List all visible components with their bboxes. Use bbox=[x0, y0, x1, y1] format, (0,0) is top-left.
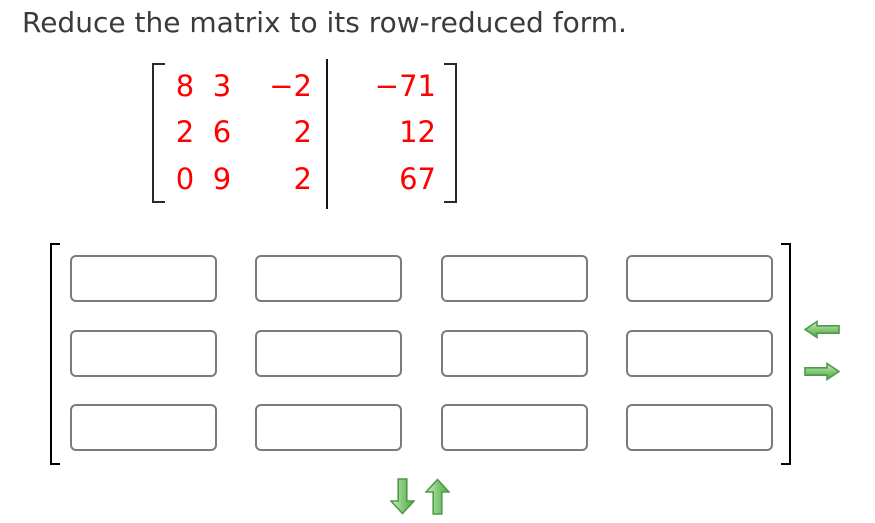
left-arrow-icon bbox=[803, 320, 840, 342]
answer-matrix-left-bracket bbox=[50, 243, 60, 465]
answer-input-r2c4[interactable] bbox=[626, 330, 773, 377]
right-arrow-icon bbox=[804, 362, 841, 384]
answer-input-r3c3[interactable] bbox=[441, 404, 588, 451]
matrix-row: 8 3 −2 −71 bbox=[168, 63, 436, 110]
matrix-row: 2 6 2 12 bbox=[168, 110, 436, 157]
matrix-cell: 9 bbox=[212, 162, 232, 197]
answer-input-r1c2[interactable] bbox=[255, 255, 402, 302]
matrix-cell: 3 bbox=[212, 68, 232, 103]
matrix-left-bracket bbox=[152, 63, 165, 203]
matrix-cell: 12 bbox=[399, 115, 436, 150]
matrix-cell: −2 bbox=[269, 68, 312, 103]
answer-input-r1c4[interactable] bbox=[626, 255, 773, 302]
matrix-cell: 6 bbox=[212, 115, 232, 150]
remove-row-button[interactable] bbox=[389, 478, 416, 518]
matrix-cell: −71 bbox=[374, 68, 436, 103]
answer-input-r1c3[interactable] bbox=[441, 255, 588, 302]
remove-column-button[interactable] bbox=[803, 320, 840, 342]
matrix-cell: 2 bbox=[175, 115, 195, 150]
given-augmented-matrix: 8 3 −2 −71 2 6 2 12 0 9 2 67 bbox=[152, 59, 457, 209]
down-arrow-icon bbox=[389, 478, 416, 518]
answer-input-r3c4[interactable] bbox=[626, 404, 773, 451]
matrix-cell: 2 bbox=[293, 115, 312, 150]
answer-input-r2c2[interactable] bbox=[255, 330, 402, 377]
up-arrow-icon bbox=[424, 478, 451, 518]
augmented-column-divider bbox=[326, 59, 328, 209]
answer-input-r2c3[interactable] bbox=[441, 330, 588, 377]
matrix-right-bracket bbox=[444, 63, 457, 203]
matrix-cell: 0 bbox=[175, 162, 195, 197]
answer-input-r1c1[interactable] bbox=[70, 255, 217, 302]
matrix-cell: 2 bbox=[293, 162, 312, 197]
answer-input-r3c1[interactable] bbox=[70, 404, 217, 451]
add-row-button[interactable] bbox=[424, 478, 451, 518]
matrix-cell: 8 bbox=[175, 68, 195, 103]
answer-input-r2c1[interactable] bbox=[70, 330, 217, 377]
matrix-values: 8 3 −2 −71 2 6 2 12 0 9 2 67 bbox=[168, 63, 436, 203]
answer-input-r3c2[interactable] bbox=[255, 404, 402, 451]
matrix-row: 0 9 2 67 bbox=[168, 156, 436, 203]
add-column-button[interactable] bbox=[804, 362, 841, 384]
matrix-cell: 67 bbox=[399, 162, 436, 197]
answer-matrix-right-bracket bbox=[781, 243, 791, 465]
page-title: Reduce the matrix to its row-reduced for… bbox=[22, 6, 627, 39]
answer-matrix-grid bbox=[70, 255, 773, 451]
